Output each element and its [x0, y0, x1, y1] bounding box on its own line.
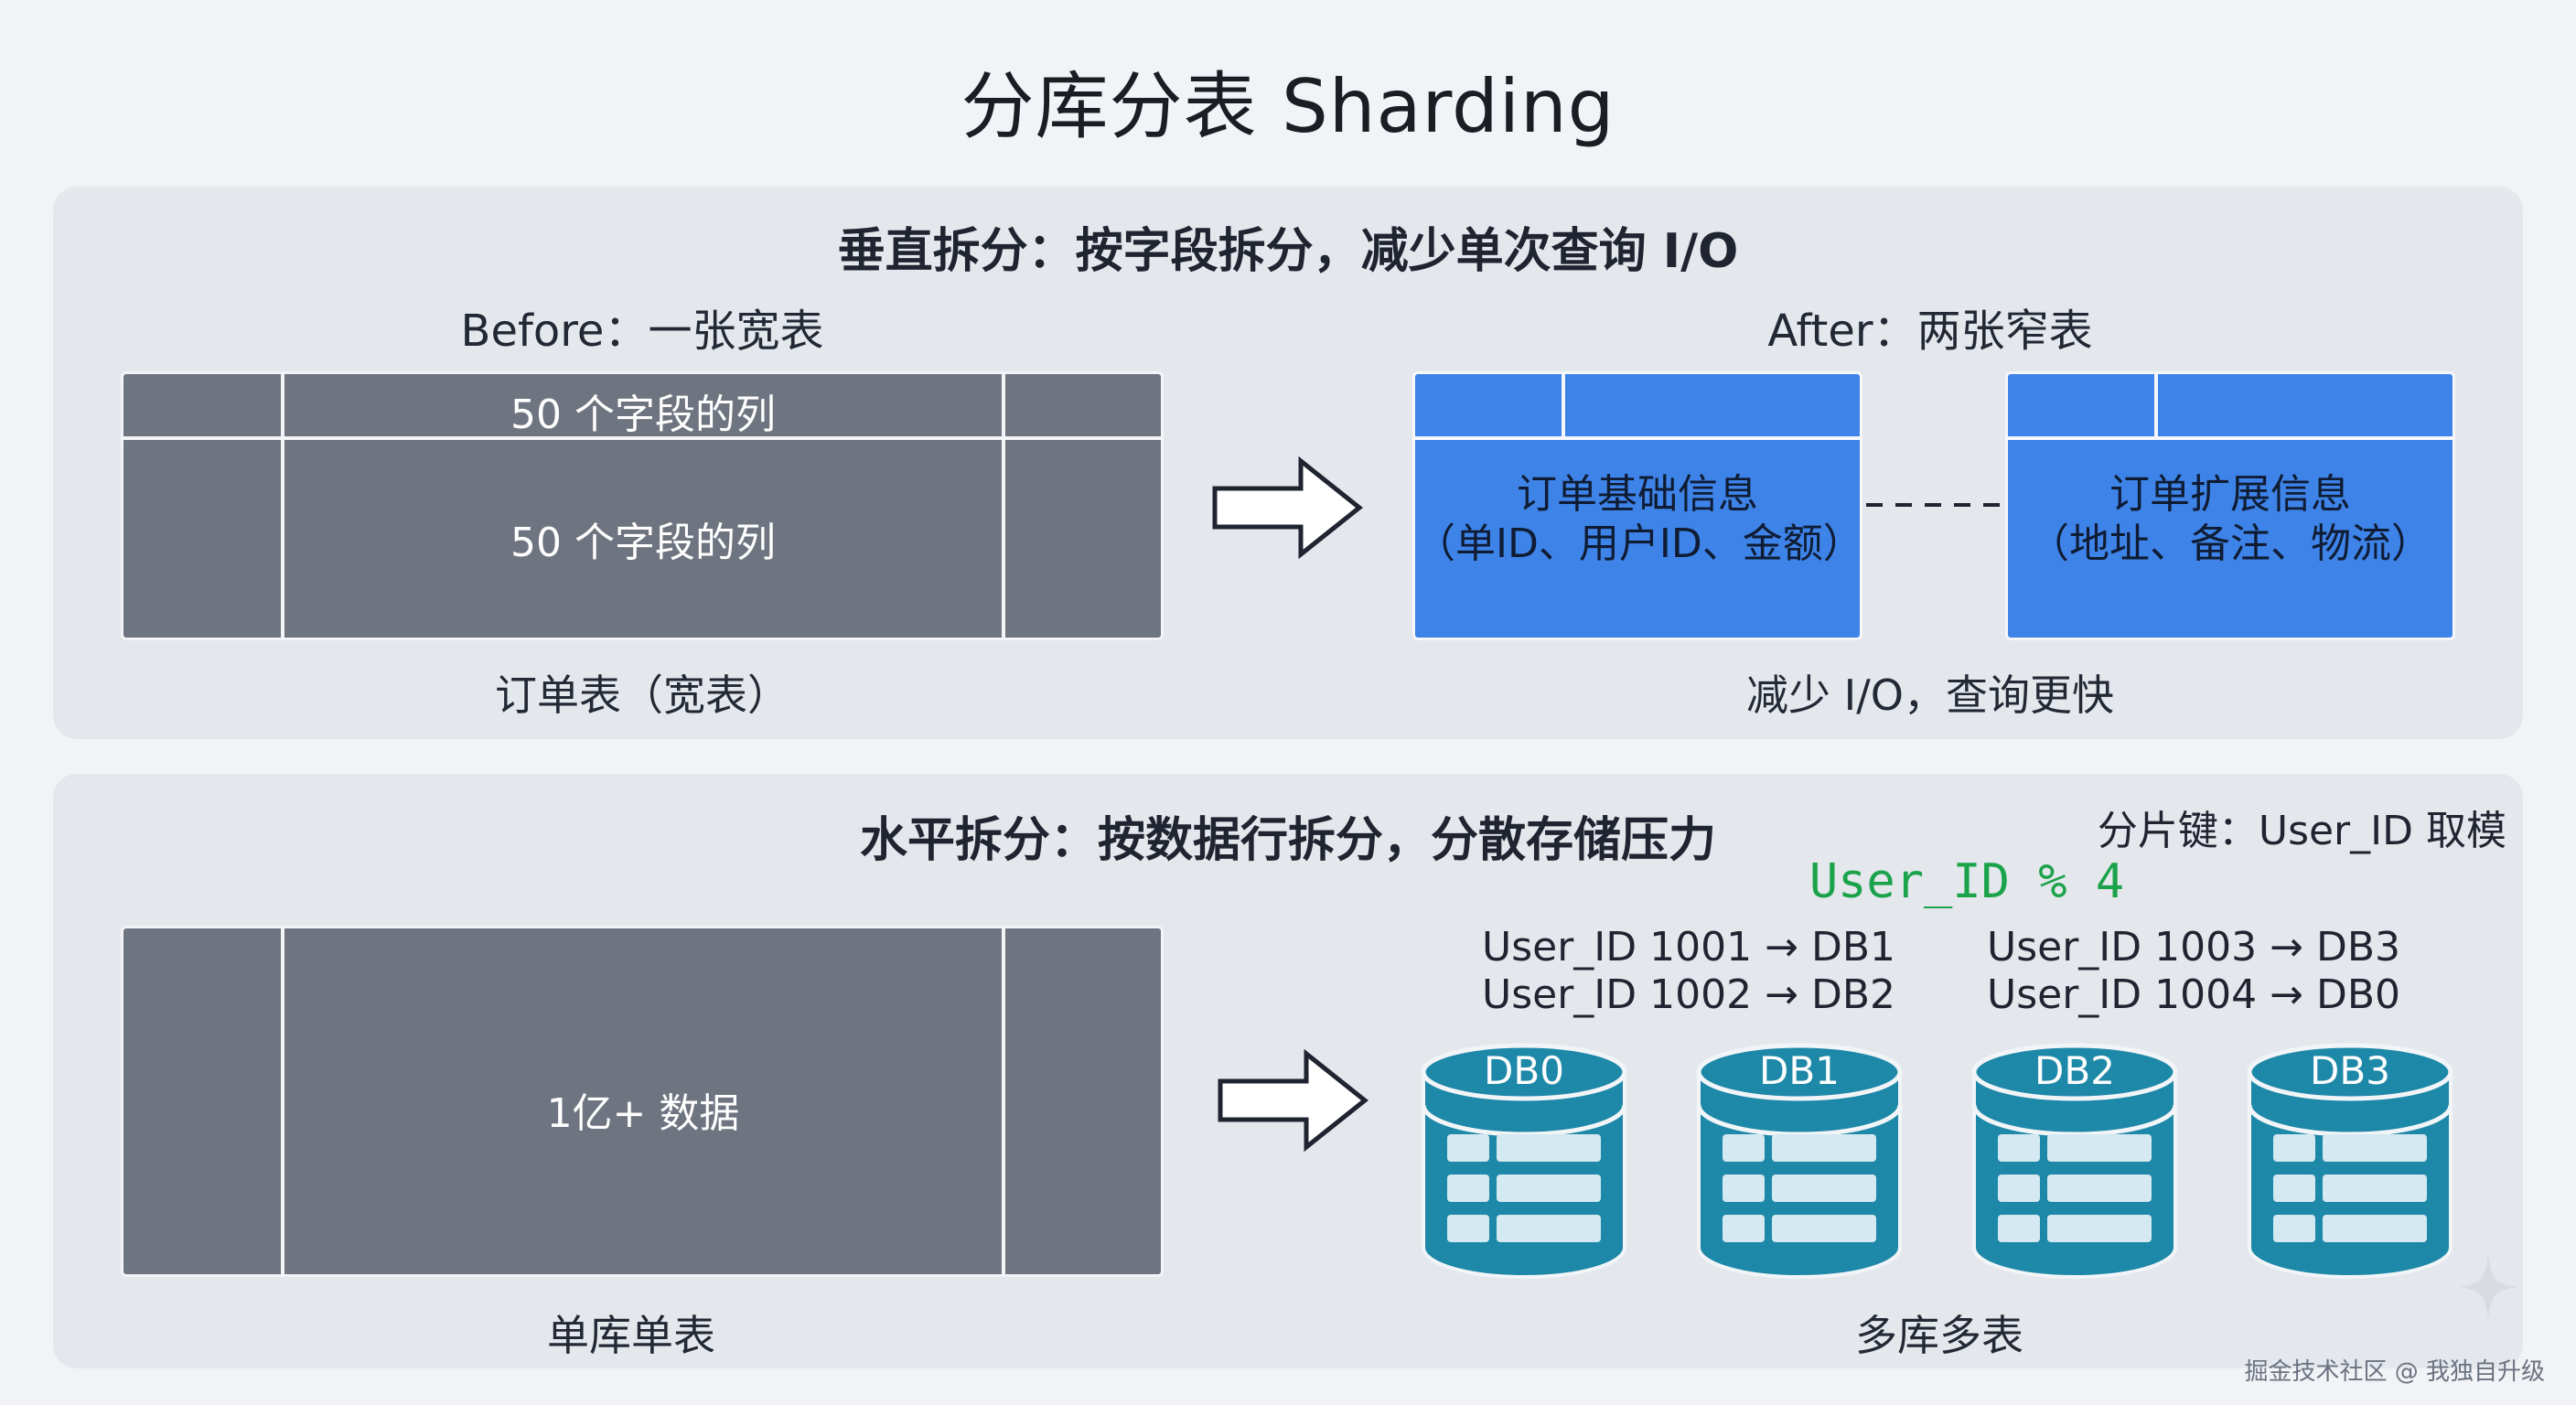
multi-caption: 多库多表 [1855, 1311, 2023, 1360]
order-ext-info-table: 订单扩展信息 （地址、备注、物流） [2005, 371, 2455, 640]
single-caption: 单库单表 [547, 1311, 715, 1360]
right-arrow-icon [1212, 456, 1364, 560]
table-column-divider [281, 374, 284, 638]
database-icon: DB3 [2246, 1043, 2454, 1281]
sparkle-icon [2459, 1255, 2517, 1319]
after-caption: 减少 I/O，查询更快 [1746, 670, 2114, 720]
narrow-table-title: 订单基础信息 [1517, 471, 1758, 518]
table-column-divider [1562, 374, 1565, 436]
mapping-item: User_ID 1004 → DB0 [1987, 971, 2401, 1018]
wide-table-body-text: 50 个字段的列 [510, 520, 776, 566]
shard-formula: User_ID % 4 [1809, 854, 2125, 909]
right-arrow-icon [1218, 1048, 1369, 1153]
mapping-item: User_ID 1002 → DB2 [1482, 971, 1896, 1018]
database-label: DB3 [2310, 1048, 2390, 1093]
table-link-dashed-line [1866, 503, 2003, 507]
after-label: After：两张窄表 [1767, 306, 2093, 357]
wide-order-table: 50 个字段的列 50 个字段的列 [121, 371, 1164, 640]
table-header-divider [2008, 436, 2453, 440]
database-label: DB1 [1759, 1048, 1840, 1093]
database-icon: DB0 [1420, 1043, 1628, 1281]
single-large-table: 1亿+ 数据 [121, 926, 1164, 1277]
table-header-divider [1415, 436, 1860, 440]
database-icon: DB2 [1970, 1043, 2179, 1281]
mapping-list-left: User_ID 1001 → DB1 User_ID 1002 → DB2 [1482, 924, 1895, 1019]
database-icon: DB1 [1695, 1043, 1904, 1281]
watermark: 掘金技术社区 @ 我独自升级 [2244, 1358, 2545, 1386]
database-label: DB2 [2034, 1048, 2115, 1093]
table-column-divider [1002, 374, 1005, 638]
database-label: DB0 [1484, 1048, 1564, 1093]
table-header-divider [123, 436, 1161, 440]
before-label: Before：一张宽表 [460, 306, 824, 357]
wide-table-caption: 订单表（宽表） [495, 670, 789, 720]
mapping-list-right: User_ID 1003 → DB3 User_ID 1004 → DB0 [1987, 924, 2400, 1019]
narrow-table-fields: （单ID、用户ID、金额） [1415, 520, 1862, 567]
page-title: 分库分表 Sharding [961, 64, 1615, 149]
table-column-divider [1002, 928, 1005, 1274]
single-table-text: 1亿+ 数据 [546, 1090, 740, 1137]
vertical-heading: 垂直拆分：按字段拆分，减少单次查询 I/O [837, 224, 1739, 279]
order-base-info-table: 订单基础信息 （单ID、用户ID、金额） [1412, 371, 1862, 640]
wide-table-header-text: 50 个字段的列 [510, 391, 776, 438]
narrow-table-title: 订单扩展信息 [2109, 471, 2351, 518]
mapping-item: User_ID 1001 → DB1 [1482, 924, 1896, 971]
table-column-divider [281, 928, 284, 1274]
horizontal-heading: 水平拆分：按数据行拆分，分散存储压力 [859, 813, 1716, 868]
shard-key-note: 分片键：User_ID 取模 [2097, 808, 2506, 854]
table-column-divider [2154, 374, 2158, 436]
mapping-item: User_ID 1003 → DB3 [1987, 924, 2401, 971]
narrow-table-fields: （地址、备注、物流） [2029, 520, 2431, 567]
